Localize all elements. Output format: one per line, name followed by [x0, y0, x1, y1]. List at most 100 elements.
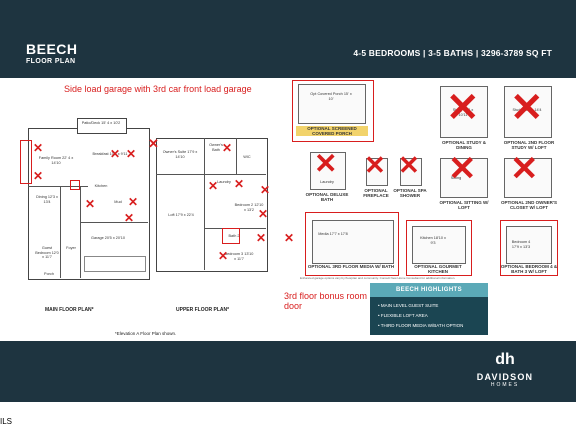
room-label-bath2: Bath 2 [228, 234, 240, 238]
highlights-box: BEECH HIGHLIGHTS • MAIN LEVEL GUEST SUIT… [370, 283, 488, 335]
markup-x-icon: ✕ [364, 150, 386, 180]
option-sitting-label: Sitting [450, 176, 462, 180]
room-label-owners-suite: Owner's Suite 17'9 x 14'10 [162, 150, 198, 159]
room-label-garage: Garage 20'5 x 20'10 [91, 236, 125, 240]
room-label-porch: Porch [44, 272, 54, 276]
option-fireplace [366, 158, 388, 186]
wall-line [204, 138, 205, 270]
markup-x-icon: ✕ [446, 86, 480, 130]
wall-line [236, 138, 237, 174]
option-bedroom4-room: Bedroom 4 17'9 x 13'3 [511, 240, 531, 249]
option-fireplace-caption: OPTIONAL FIREPLACE [363, 188, 389, 198]
elevation-footnote: *Elevation A Floor Plan shown. [115, 331, 177, 336]
highlights-list: • MAIN LEVEL GUEST SUITE • FLEXIBLE LOFT… [378, 301, 463, 331]
room-label-laundry: Laundry [217, 180, 231, 184]
footer-banner [0, 341, 576, 402]
option-bedroom4-caption: OPTIONAL BEDROOM 4 & BATH 3 W/ LOFT [500, 264, 558, 274]
markup-x-icon: ✕ [284, 231, 295, 245]
markup-x-icon: ✕ [260, 183, 271, 197]
main-floor-plan [28, 128, 150, 280]
option-second-study [504, 86, 552, 138]
markup-x-icon: ✕ [398, 150, 420, 180]
room-label-foyer: Foyer [66, 246, 76, 250]
markup-x-icon: ✕ [256, 231, 267, 245]
upper-floor-plan [156, 138, 268, 272]
bonus-note-line1: 3rd floor bonus room [284, 291, 368, 301]
disclaimer-text: Enhanced garage options vary by floorpla… [300, 276, 456, 280]
markup-box-gourmet [406, 220, 472, 276]
option-porch-caption: OPTIONAL SCREENED COVERED PORCH [296, 126, 368, 136]
markup-box-media [305, 212, 399, 276]
option-second-study-room: Study 12'9 x 14'4 [512, 108, 542, 112]
option-spa-shower [400, 158, 422, 186]
logo-name: DAVIDSON [476, 372, 534, 382]
option-second-owners [504, 158, 552, 198]
wall-line [156, 174, 266, 175]
room-label-loft: Loft 17'9 x 22'4 [168, 213, 194, 217]
option-sitting-caption: OPTIONAL SITTING W/ LOFT [439, 200, 489, 210]
markup-x-icon: ✕ [314, 148, 338, 179]
plan-subtitle: FLOOR PLAN [26, 58, 76, 65]
room-label-bedroom3: Bedroom 3 13'10 x 11'7 [224, 252, 254, 261]
markup-x-icon: ✕ [510, 86, 544, 130]
logo-sub: HOMES [490, 382, 520, 388]
room-label-kitchen: Kitchen [94, 184, 108, 188]
option-spa-shower-caption: OPTIONAL SPA SHOWER [393, 188, 427, 198]
room-label-dining: Dining 12'3 x 13'4 [36, 195, 58, 204]
highlight-item: • MAIN LEVEL GUEST SUITE [378, 303, 439, 308]
room-label-family: Family Room 22' 4 x 14'10 [38, 156, 74, 165]
plan-title: BEECH [26, 41, 78, 57]
room-label-guest: Guest Bedroom 12'0 x 11'7 [35, 246, 59, 259]
patio-deck [77, 118, 127, 134]
room-label-mud: Mud [114, 200, 122, 204]
option-gourmet-caption: OPTIONAL GOURMET KITCHEN [414, 264, 462, 274]
option-second-study-caption: OPTIONAL 2ND FLOOR STUDY W/ LOFT [503, 140, 555, 150]
option-sitting [440, 158, 488, 198]
markup-x-icon: ✕ [33, 169, 44, 183]
markup-x-icon: ✕ [258, 207, 269, 221]
markup-x-icon: ✕ [33, 141, 44, 155]
option-study-room: Study 11'2 x 10'11 [452, 108, 474, 117]
markup-x-icon: ✕ [510, 150, 539, 188]
option-covered-porch [298, 84, 366, 124]
plan-specs: 4-5 BEDROOMS | 3-5 BATHS | 3296-3789 SQ … [353, 48, 552, 58]
option-study [440, 86, 488, 138]
room-label-owners-bath: Owner's Bath [209, 143, 223, 152]
option-media-room: Media 17'7 x 17'8 [318, 232, 348, 236]
option-bedroom4 [506, 226, 552, 264]
upper-floor-label: UPPER FLOOR PLAN* [176, 307, 230, 313]
room-label-wic: WIC [243, 155, 251, 159]
wall-line [80, 222, 148, 223]
option-deluxe-bath [310, 152, 346, 190]
logo-mark: dh [495, 351, 515, 368]
option-gourmet [412, 226, 466, 264]
room-label-patio: Patio/Deck 15' 4 x 10'2 [81, 121, 121, 125]
markup-x-icon: ✕ [110, 147, 121, 161]
wall-line [28, 186, 88, 187]
markup-x-icon: ✕ [448, 150, 477, 188]
highlights-title: BEECH HIGHLIGHTS [370, 283, 488, 297]
markup-x-icon: ✕ [148, 136, 159, 151]
room-label-bedroom2: Bedroom 2 12'10 x 13'2 [234, 203, 264, 212]
markup-box-bedroom4 [500, 220, 558, 276]
markup-x-icon: ✕ [208, 179, 219, 193]
option-gourmet-room: Kitchen 18'10 x 9'3 [420, 236, 446, 245]
markup-x-icon: ✕ [218, 249, 229, 263]
option-study-caption: OPTIONAL STUDY & DINING [441, 140, 487, 150]
option-deluxe-bath-caption: OPTIONAL DELUXE BATH [305, 192, 349, 202]
davidson-homes-logo: dh DAVIDSON HOMES [460, 352, 550, 394]
option-second-owners-caption: OPTIONAL 2ND OWNER'S CLOSET W/ LOFT [501, 200, 557, 210]
option-media [312, 220, 394, 264]
garage-door [84, 256, 146, 272]
bonus-note-line2: door [284, 301, 303, 311]
wall-line [60, 186, 61, 278]
wall-line [80, 186, 81, 278]
markup-x-icon: ✕ [126, 147, 137, 161]
markup-x-icon: ✕ [85, 197, 96, 211]
markup-x-icon: ✕ [124, 211, 135, 225]
highlight-item: • FLEXIBLE LOFT AREA [378, 313, 428, 318]
markup-box [222, 228, 240, 244]
highlight-item: • THIRD FLOOR MEDIA W/BATH OPTION [378, 323, 464, 328]
markup-x-icon: ✕ [222, 141, 233, 155]
room-label-breakfast: Breakfast 10'5 x 9'11 [92, 152, 128, 156]
